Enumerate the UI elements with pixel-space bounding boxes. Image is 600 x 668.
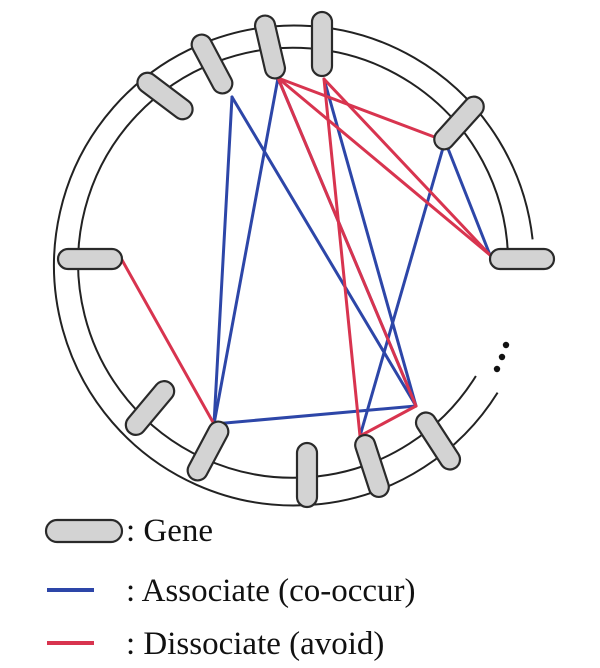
continuation-dots bbox=[493, 341, 510, 373]
gene-g10 bbox=[295, 441, 319, 509]
associate-edge-g6-g7 bbox=[443, 139, 492, 257]
gene-g12 bbox=[414, 411, 462, 471]
gene-g3 bbox=[190, 33, 234, 95]
dissociate-edge-g4-g6 bbox=[276, 76, 447, 143]
associate-edge-g4-g9 bbox=[212, 76, 280, 426]
gene-g1 bbox=[56, 247, 124, 271]
gene-g6 bbox=[433, 95, 485, 151]
dissociate-edge-g4-g7 bbox=[276, 76, 492, 257]
gene-g4 bbox=[253, 14, 287, 80]
associate-edge-g3-g9 bbox=[212, 95, 234, 426]
edges-layer bbox=[120, 76, 492, 438]
gene-g5 bbox=[310, 10, 334, 78]
associate-edge-g3-g11 bbox=[230, 95, 418, 408]
genes-layer bbox=[56, 10, 556, 509]
gene-g9 bbox=[186, 420, 230, 482]
dissociate-edge-g5-g7 bbox=[322, 77, 492, 257]
dissociate-edge-g5-g10 bbox=[322, 77, 362, 438]
legend-gene-label: : Gene bbox=[126, 513, 213, 549]
gene-g7 bbox=[488, 247, 556, 271]
gene-g2 bbox=[136, 71, 194, 121]
associate-edge-g6-g10 bbox=[358, 139, 447, 438]
dissociate-edge-g10-g11 bbox=[358, 404, 418, 438]
legend-dissociate-label: : Dissociate (avoid) bbox=[126, 626, 384, 662]
dissociate-edge-g1-g9 bbox=[120, 258, 216, 426]
legend-associate-label: : Associate (co-occur) bbox=[126, 573, 416, 609]
associate-edge-g9-g11 bbox=[212, 404, 418, 426]
dissociate-edge-g4-g11 bbox=[276, 76, 418, 408]
gene-g11 bbox=[354, 433, 390, 499]
gene-g8 bbox=[124, 380, 176, 436]
legend: : Gene : Associate (co-occur) : Dissocia… bbox=[44, 513, 416, 662]
legend-gene-symbol bbox=[44, 518, 124, 544]
associate-edge-g5-g11 bbox=[322, 77, 418, 408]
outer-ring bbox=[53, 24, 534, 507]
